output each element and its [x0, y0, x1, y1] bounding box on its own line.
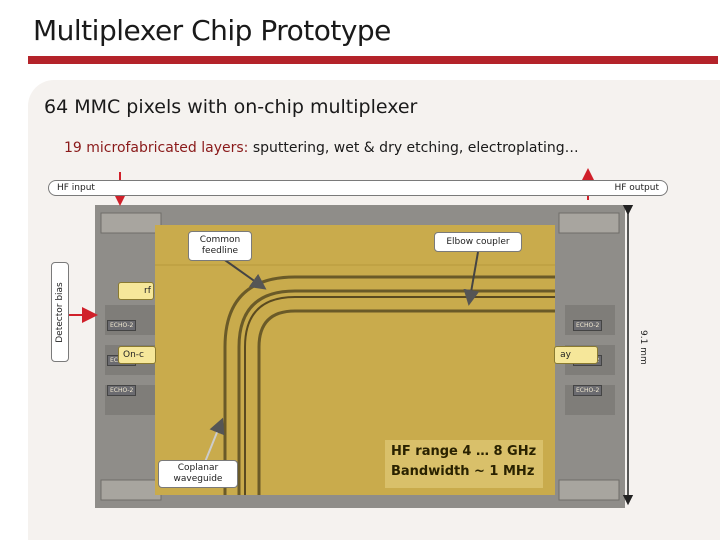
- array-partial-callout: ay: [554, 346, 598, 364]
- coplanar-line1: Coplanar: [177, 463, 219, 473]
- elbow-coupler-callout: Elbow coupler: [434, 232, 522, 252]
- layers-rest: sputtering, wet & dry etching, electropl…: [248, 140, 579, 156]
- slide-subtitle: 64 MMC pixels with on-chip multiplexer: [44, 96, 418, 118]
- coplanar-waveguide-callout: Coplanar waveguide: [158, 460, 238, 488]
- hf-io-bar: HF input HF output: [48, 180, 668, 196]
- layers-description: 19 microfabricated layers: sputtering, w…: [64, 140, 579, 156]
- chip-tag: ECHO-2: [107, 320, 137, 331]
- detector-bias-callout: Detector bias: [51, 262, 69, 362]
- hf-output-label: HF output: [614, 182, 660, 193]
- common-feedline-line2: feedline: [201, 246, 239, 256]
- common-feedline-callout: Common feedline: [188, 231, 252, 261]
- detector-bias-label: Detector bias: [54, 281, 65, 343]
- title-underline-bar: [28, 56, 718, 64]
- rf-partial-callout: rf: [118, 282, 154, 300]
- chip-tag: ECHO-2: [107, 385, 137, 396]
- feedline-micrograph: [155, 225, 555, 495]
- hf-info-box: HF range 4 … 8 GHz Bandwidth ~ 1 MHz: [385, 440, 543, 488]
- dimension-label-wrap: 9.1 mm: [638, 330, 650, 370]
- chip-tag: ECHO-2: [573, 385, 603, 396]
- on-chip-partial-callout: On-c: [118, 346, 156, 364]
- coplanar-line2: waveguide: [173, 474, 223, 484]
- dimension-label: 9.1 mm: [638, 330, 648, 365]
- bandwidth-text: Bandwidth ~ 1 MHz: [391, 464, 535, 479]
- common-feedline-line1: Common: [199, 235, 241, 245]
- layers-highlight: 19 microfabricated layers:: [64, 140, 249, 156]
- hf-input-label: HF input: [57, 182, 95, 193]
- hf-range-text: HF range 4 … 8 GHz: [391, 444, 537, 459]
- chip-tag: ECHO-2: [573, 320, 603, 331]
- slide-title: Multiplexer Chip Prototype: [33, 14, 391, 47]
